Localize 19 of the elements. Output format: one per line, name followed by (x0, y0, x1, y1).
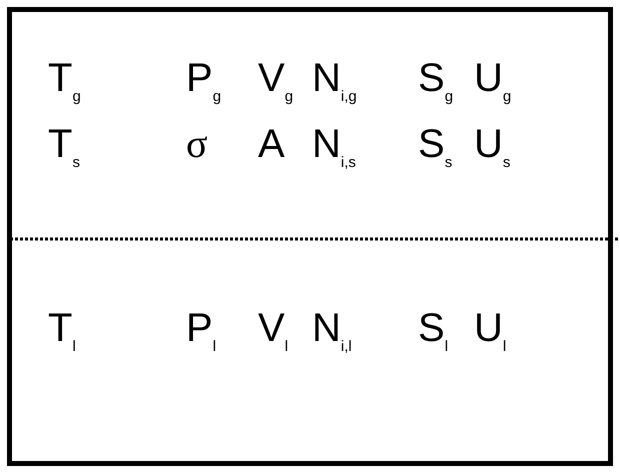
symbol-label: U$_{s}$ (474, 121, 510, 168)
symbol-label: N$_{i,l}$ (312, 305, 352, 352)
symbol-label: P$_{g}$ (186, 55, 222, 102)
symbol-label: P$_{l}$ (186, 305, 216, 352)
symbol-label: T$_{l}$ (48, 305, 76, 352)
symbol-label: S$_{l}$ (418, 305, 448, 352)
symbol-label: T$_{g}$ (48, 55, 81, 102)
symbol-label: S$_{g}$ (418, 55, 454, 102)
symbol-label: N$_{i,s}$ (312, 121, 356, 168)
symbol-label: V$_{l}$ (258, 305, 288, 352)
symbol-label: N$_{i,g}$ (312, 55, 357, 102)
frame-box (7, 7, 613, 466)
symbol-label: A (258, 121, 285, 168)
symbol-label: T$_{s}$ (48, 121, 80, 168)
symbol-label: U$_{g}$ (474, 55, 512, 102)
symbol-label: U$_{l}$ (474, 305, 506, 352)
symbol-label: V$_{g}$ (258, 55, 294, 102)
symbol-label: σ (186, 120, 208, 168)
symbol-label: S$_{s}$ (418, 121, 452, 168)
